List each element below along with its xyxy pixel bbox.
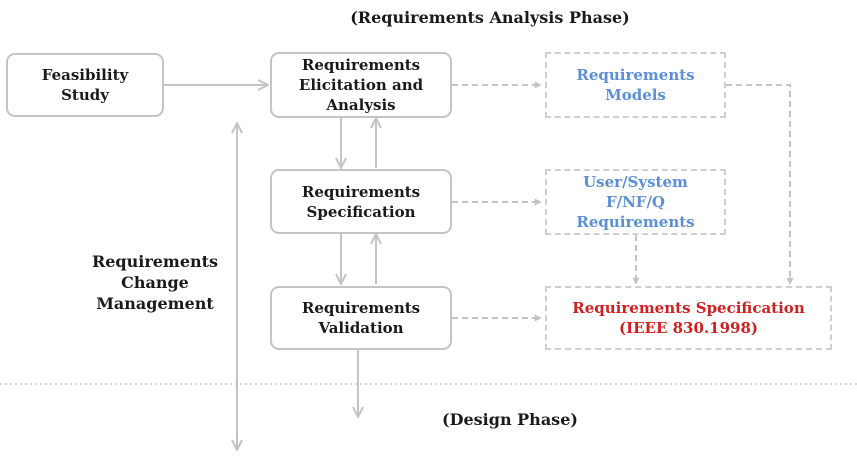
requirements-specification-ieee-box: Requirements Specification (IEEE 830.199… xyxy=(545,286,832,350)
user-system-requirements-box: User/System F/NF/Q Requirements xyxy=(545,169,726,235)
change-management-label: Requirements Change Management xyxy=(91,252,219,313)
phase-title: (Requirements Analysis Phase) xyxy=(350,8,630,27)
validation-box: Requirements Validation xyxy=(270,286,452,350)
elicitation-analysis-box: Requirements Elicitation and Analysis xyxy=(270,52,452,118)
design-phase-label: (Design Phase) xyxy=(442,410,578,429)
requirements-models-box: Requirements Models xyxy=(545,52,726,118)
arrow-models-to-srs xyxy=(726,84,794,285)
feasibility-study-box: Feasibility Study xyxy=(6,53,164,117)
specification-box: Requirements Specification xyxy=(270,169,452,234)
